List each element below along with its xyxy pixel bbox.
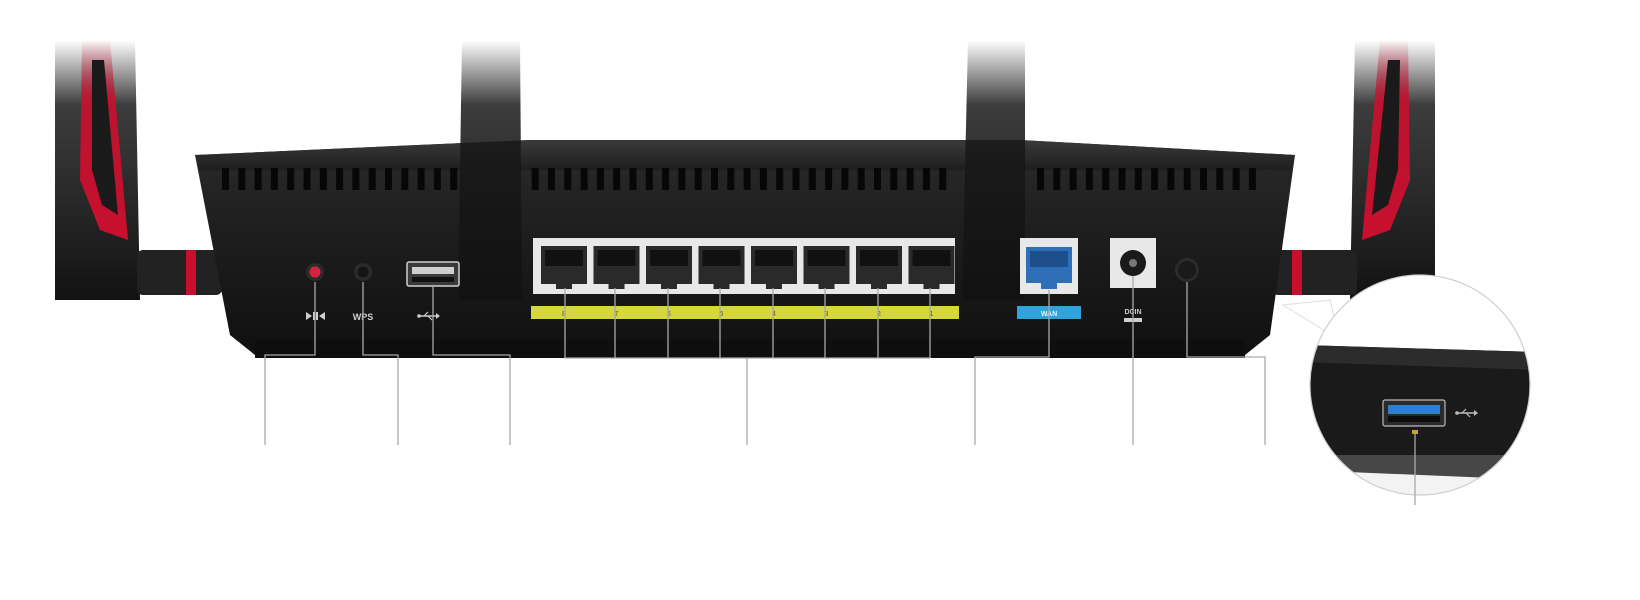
vent-slot	[531, 168, 539, 190]
vent-slot	[238, 168, 246, 190]
vent-slot	[368, 168, 376, 190]
vent-slot	[1118, 168, 1126, 190]
vent-slot	[336, 168, 344, 190]
vent-slot	[841, 168, 849, 190]
vent-slot	[711, 168, 718, 190]
vent-slot	[1167, 168, 1175, 190]
vent-slot	[727, 168, 735, 190]
vent-slot	[629, 168, 637, 190]
antenna-right-outer	[1272, 40, 1435, 300]
vent-slot	[1069, 168, 1077, 190]
vent-slot	[303, 168, 311, 190]
lan-number: 8	[562, 311, 566, 318]
vent-slot	[222, 168, 229, 190]
vent-slot	[857, 168, 865, 190]
callout-power	[1186, 282, 1266, 445]
vent-slot	[743, 168, 751, 190]
lan-ports: 8 7 6 5 4 3 2 1	[531, 238, 959, 319]
vent-slot	[580, 168, 588, 190]
lan-port[interactable]	[698, 246, 745, 289]
vent-slot	[287, 168, 295, 190]
vent-slot	[596, 168, 604, 190]
vent-slot	[1216, 168, 1224, 190]
callout-usb2	[432, 286, 511, 445]
lan-number: 4	[772, 311, 776, 318]
vent-slot	[939, 168, 947, 190]
lan-port[interactable]	[803, 246, 850, 289]
vent-slot	[808, 168, 816, 190]
vent-slot	[433, 168, 441, 190]
vent-slot	[1248, 168, 1256, 190]
wps-button[interactable]	[354, 263, 372, 281]
vent-slot	[1053, 168, 1061, 190]
vent-slot	[1134, 168, 1142, 190]
usb3-port[interactable]	[1382, 399, 1446, 434]
vent-slot	[352, 168, 360, 190]
lan-port[interactable]	[856, 246, 902, 289]
lan-port[interactable]	[593, 246, 640, 289]
vent-slot	[1037, 168, 1044, 190]
callout-lines	[264, 276, 1416, 505]
lan-strip	[531, 306, 959, 319]
vent-slot	[645, 168, 653, 190]
lan-port[interactable]	[751, 246, 797, 289]
antenna-center-left	[458, 40, 522, 300]
vent-slots	[222, 168, 1256, 190]
vent-slot	[1200, 168, 1207, 190]
lan-number: 2	[877, 311, 881, 318]
vent-slot	[694, 168, 702, 190]
reset-icon	[306, 312, 325, 320]
vent-slot	[1085, 168, 1093, 190]
vent-slot	[417, 168, 425, 190]
usb-icon	[1455, 408, 1478, 418]
vent-slot	[270, 168, 278, 190]
lan-number: 1	[930, 311, 934, 318]
vent-slot	[922, 168, 930, 190]
vent-slot	[776, 168, 784, 190]
lan-number: 3	[825, 311, 829, 318]
lan-number: 5	[720, 311, 724, 318]
lan-port[interactable]	[908, 246, 955, 289]
usb3-zoom-inset	[1281, 274, 1531, 496]
lan-number: 7	[615, 311, 619, 318]
vent-slot	[874, 168, 881, 190]
vent-slot	[254, 168, 262, 190]
callout-lan	[564, 288, 931, 445]
vent-slot	[662, 168, 670, 190]
vent-slot	[825, 168, 833, 190]
callout-wps	[362, 282, 399, 445]
reset-button[interactable]	[306, 263, 324, 281]
vent-slot	[759, 168, 767, 190]
antenna-left-outer	[55, 40, 222, 300]
wan-port[interactable]	[1020, 238, 1078, 294]
power-button[interactable]	[1175, 258, 1199, 282]
callout-wan	[974, 290, 1050, 445]
vent-slot	[1151, 168, 1159, 190]
vent-slot	[890, 168, 898, 190]
callout-reset	[264, 282, 316, 445]
lan-port[interactable]	[541, 246, 587, 289]
vent-slot	[792, 168, 800, 190]
vent-slot	[548, 168, 555, 190]
usb2-port[interactable]	[406, 261, 460, 287]
antenna-center-right	[962, 40, 1025, 300]
vent-slot	[401, 168, 409, 190]
vent-slot	[1102, 168, 1110, 190]
vent-slot	[1232, 168, 1240, 190]
vent-slot	[385, 168, 392, 190]
vent-slot	[1183, 168, 1191, 190]
lan-port[interactable]	[646, 246, 692, 289]
vent-slot	[678, 168, 686, 190]
vent-slot	[319, 168, 327, 190]
vent-slot	[450, 168, 458, 190]
vent-slot	[906, 168, 914, 190]
vent-slot	[564, 168, 572, 190]
vent-slot	[613, 168, 621, 190]
lan-number: 6	[667, 311, 671, 318]
